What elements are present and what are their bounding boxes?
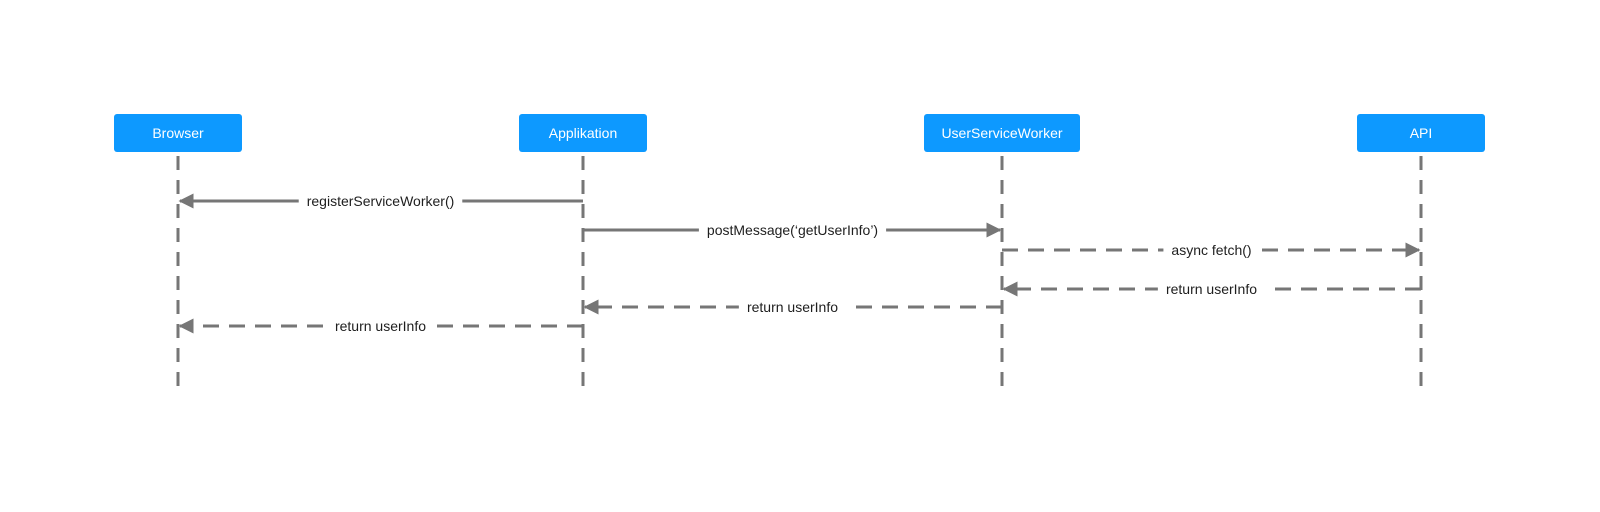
message-label-3: async fetch() — [1171, 242, 1251, 258]
message-label-2: postMessage(‘getUserInfo’) — [707, 222, 878, 238]
participant-app: Applikation — [519, 114, 647, 152]
participant-label-usw: UserServiceWorker — [941, 125, 1062, 141]
message-6: return userInfo — [178, 316, 583, 336]
message-label-5: return userInfo — [747, 299, 838, 315]
participant-label-app: Applikation — [549, 125, 618, 141]
messages: registerServiceWorker() postMessage(‘getU… — [178, 191, 1421, 336]
participant-box-browser — [114, 114, 242, 152]
message-label-bg-3 — [1163, 240, 1260, 260]
message-label-6: return userInfo — [335, 318, 426, 334]
message-4: return userInfo — [1002, 279, 1421, 299]
lifelines — [176, 156, 1423, 396]
participant-api: API — [1357, 114, 1485, 152]
participant-box-api — [1357, 114, 1485, 152]
message-3: async fetch() — [1002, 240, 1421, 260]
message-5: return userInfo — [583, 297, 1002, 317]
message-1: registerServiceWorker() — [178, 191, 583, 211]
message-label-bg-6 — [326, 316, 435, 336]
message-label-bg-2 — [698, 220, 887, 240]
message-label-bg-5 — [738, 297, 847, 317]
message-label-bg-1 — [298, 191, 463, 211]
participant-label-browser: Browser — [152, 125, 204, 141]
message-label-bg-4 — [1157, 279, 1266, 299]
participants: Browser Applikation UserServiceWorker API — [114, 114, 1485, 152]
participant-label-api: API — [1410, 125, 1433, 141]
participant-box-usw — [924, 114, 1080, 152]
message-2: postMessage(‘getUserInfo’) — [583, 220, 1002, 240]
message-label-4: return userInfo — [1166, 281, 1257, 297]
participant-browser: Browser — [114, 114, 242, 152]
participant-box-app — [519, 114, 647, 152]
message-label-1: registerServiceWorker() — [307, 193, 455, 209]
participant-usw: UserServiceWorker — [924, 114, 1080, 152]
